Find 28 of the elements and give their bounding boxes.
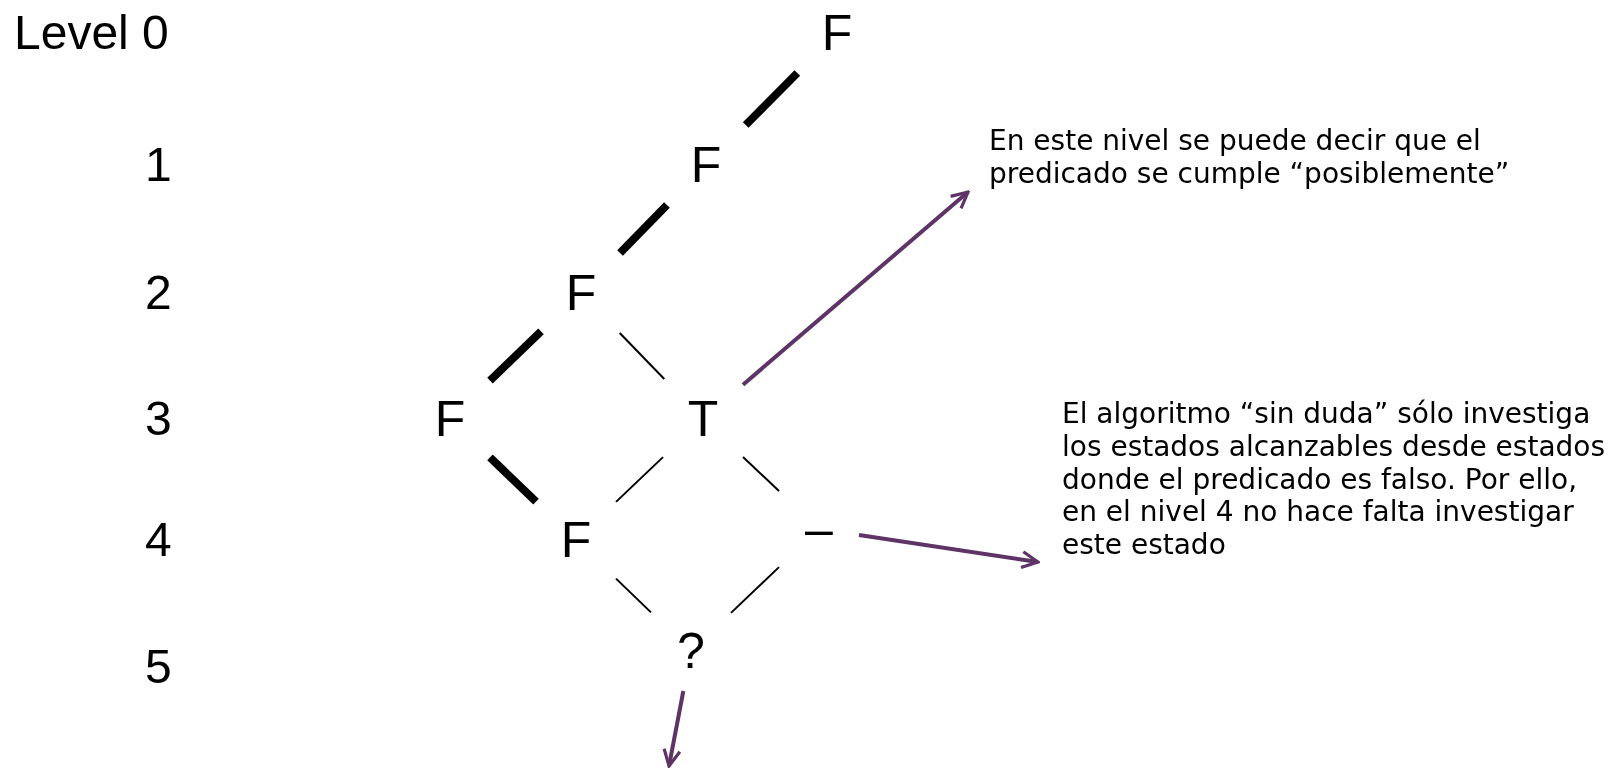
annotation-note: En este nivel se puede decir que el predicado se cumple “posiblemente” [968,125,1608,191]
lattice-line [615,577,652,614]
lattice-line [487,454,539,505]
level-label: 3 [145,395,172,443]
state-value: T [663,379,743,459]
lattice-line [615,456,664,503]
state-value: – [779,489,859,569]
lattice-line [742,455,780,493]
annotation-note: El algoritmo “sin duda” sólo investiga los estados alcanzables desde estados donde el predicado es falso. Por ello, en el nivel 4 no hace falta investigar este estado [1038,398,1618,562]
arrow [741,190,970,387]
state-value: ? [651,611,731,691]
state-value: F [666,125,746,205]
state-value: F [797,0,877,73]
level-label: Level 0 [14,9,169,57]
level-label: 5 [145,643,172,691]
state-value: F [541,253,621,333]
level-label: 4 [145,516,172,564]
lattice-line [730,566,780,614]
lattice-line [742,70,801,128]
state-value: F [410,379,490,459]
arrow [858,533,1040,570]
level-label: 1 [145,141,172,189]
lattice-line [618,332,666,380]
level-label: 2 [145,269,172,317]
state-value: F [536,500,616,580]
lattice-line [617,202,670,256]
arrow [662,690,686,768]
lattice-line [487,328,544,384]
